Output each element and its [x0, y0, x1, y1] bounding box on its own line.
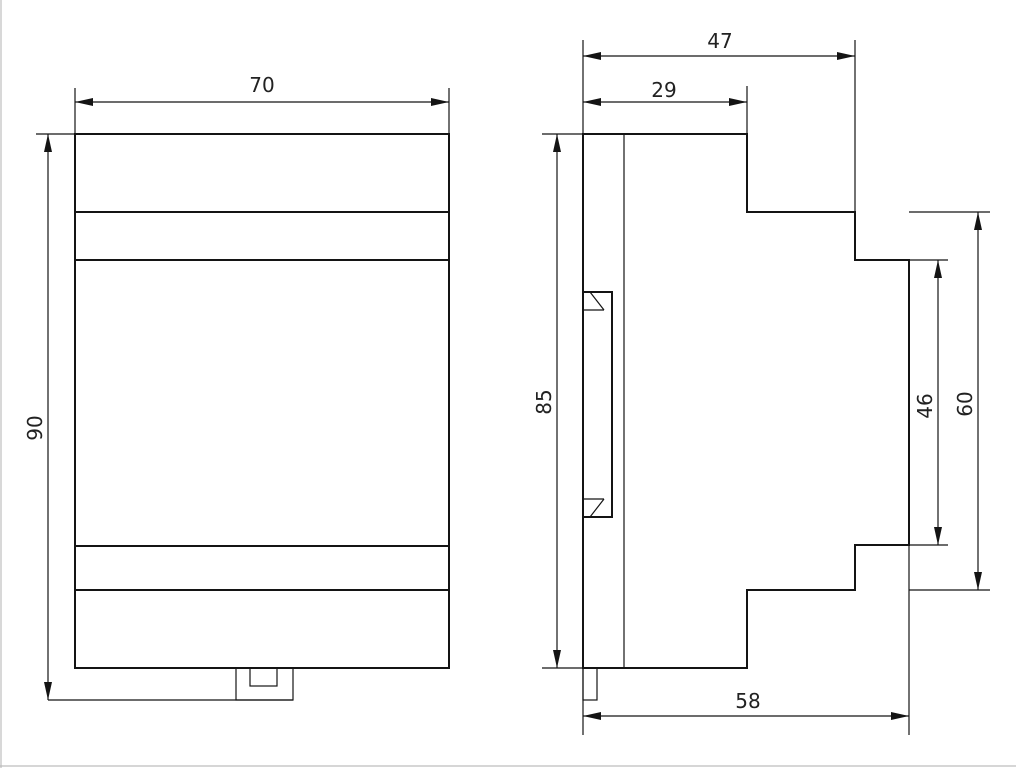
dimension-upper-depth: 29 [583, 78, 748, 134]
dimension-label-body-height: 85 [532, 389, 556, 414]
front-view: 70 90 [23, 73, 450, 701]
front-view-band-lines [74, 211, 450, 591]
dimension-label-overall-depth: 58 [735, 689, 760, 713]
dimension-label-total-depth: 47 [707, 29, 732, 53]
side-view-rail-channel [582, 291, 613, 518]
side-view: 47 29 85 60 [532, 29, 990, 735]
dimension-width: 70 [74, 73, 450, 134]
dimension-overall-depth: 58 [582, 668, 909, 735]
side-view-rail-clip [582, 667, 598, 701]
dimension-height: 90 [23, 133, 293, 701]
dimension-label-upper-depth: 29 [651, 78, 676, 102]
dimension-label-top-step-height: 46 [913, 393, 937, 418]
dimension-top-step-height: 46 [909, 259, 948, 546]
dimension-label-height: 90 [23, 415, 47, 440]
dimension-label-width: 70 [249, 73, 274, 97]
dimension-body-height: 85 [532, 133, 583, 669]
dimension-total-depth: 47 [582, 29, 856, 212]
side-view-profile [582, 133, 910, 735]
front-view-outline [74, 133, 450, 669]
front-view-rail-clip [235, 667, 294, 701]
dimension-front-step-height: 60 [909, 211, 990, 591]
dimension-label-front-step-height: 60 [953, 391, 977, 416]
